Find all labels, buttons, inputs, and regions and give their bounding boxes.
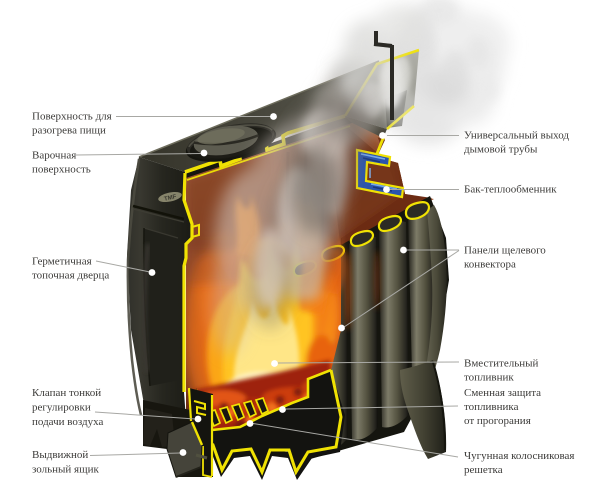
- svg-text:подачи воздуха: подачи воздуха: [32, 416, 103, 428]
- svg-text:TMF: TMF: [164, 194, 178, 203]
- svg-text:решетка: решетка: [464, 464, 503, 476]
- svg-text:Панели щелевого: Панели щелевого: [464, 245, 546, 257]
- svg-text:топочная дверца: топочная дверца: [32, 270, 109, 282]
- svg-text:Варочная: Варочная: [32, 150, 76, 162]
- svg-text:Герметичная: Герметичная: [32, 256, 92, 268]
- svg-text:Поверхность для: Поверхность для: [32, 111, 112, 123]
- svg-text:Чугунная колосниковая: Чугунная колосниковая: [464, 450, 574, 462]
- svg-text:разогрева пищи: разогрева пищи: [32, 125, 106, 137]
- svg-text:дымовой трубы: дымовой трубы: [464, 144, 538, 156]
- svg-text:Клапан тонкой: Клапан тонкой: [32, 387, 101, 399]
- svg-text:топливника: топливника: [464, 401, 519, 413]
- svg-text:Бак-теплообменник: Бак-теплообменник: [464, 184, 557, 196]
- svg-text:поверхность: поверхность: [32, 164, 91, 176]
- svg-text:от прогорания: от прогорания: [464, 415, 531, 427]
- svg-text:конвектора: конвектора: [464, 259, 516, 271]
- svg-text:Выдвижной: Выдвижной: [32, 449, 88, 461]
- svg-text:Универсальный выход: Универсальный выход: [464, 130, 569, 142]
- svg-text:регулировки: регулировки: [32, 402, 91, 414]
- svg-text:Сменная защита: Сменная защита: [464, 387, 541, 399]
- svg-text:топливник: топливник: [464, 372, 514, 384]
- svg-text:зольный ящик: зольный ящик: [32, 464, 99, 476]
- svg-text:Вместительный: Вместительный: [464, 358, 539, 370]
